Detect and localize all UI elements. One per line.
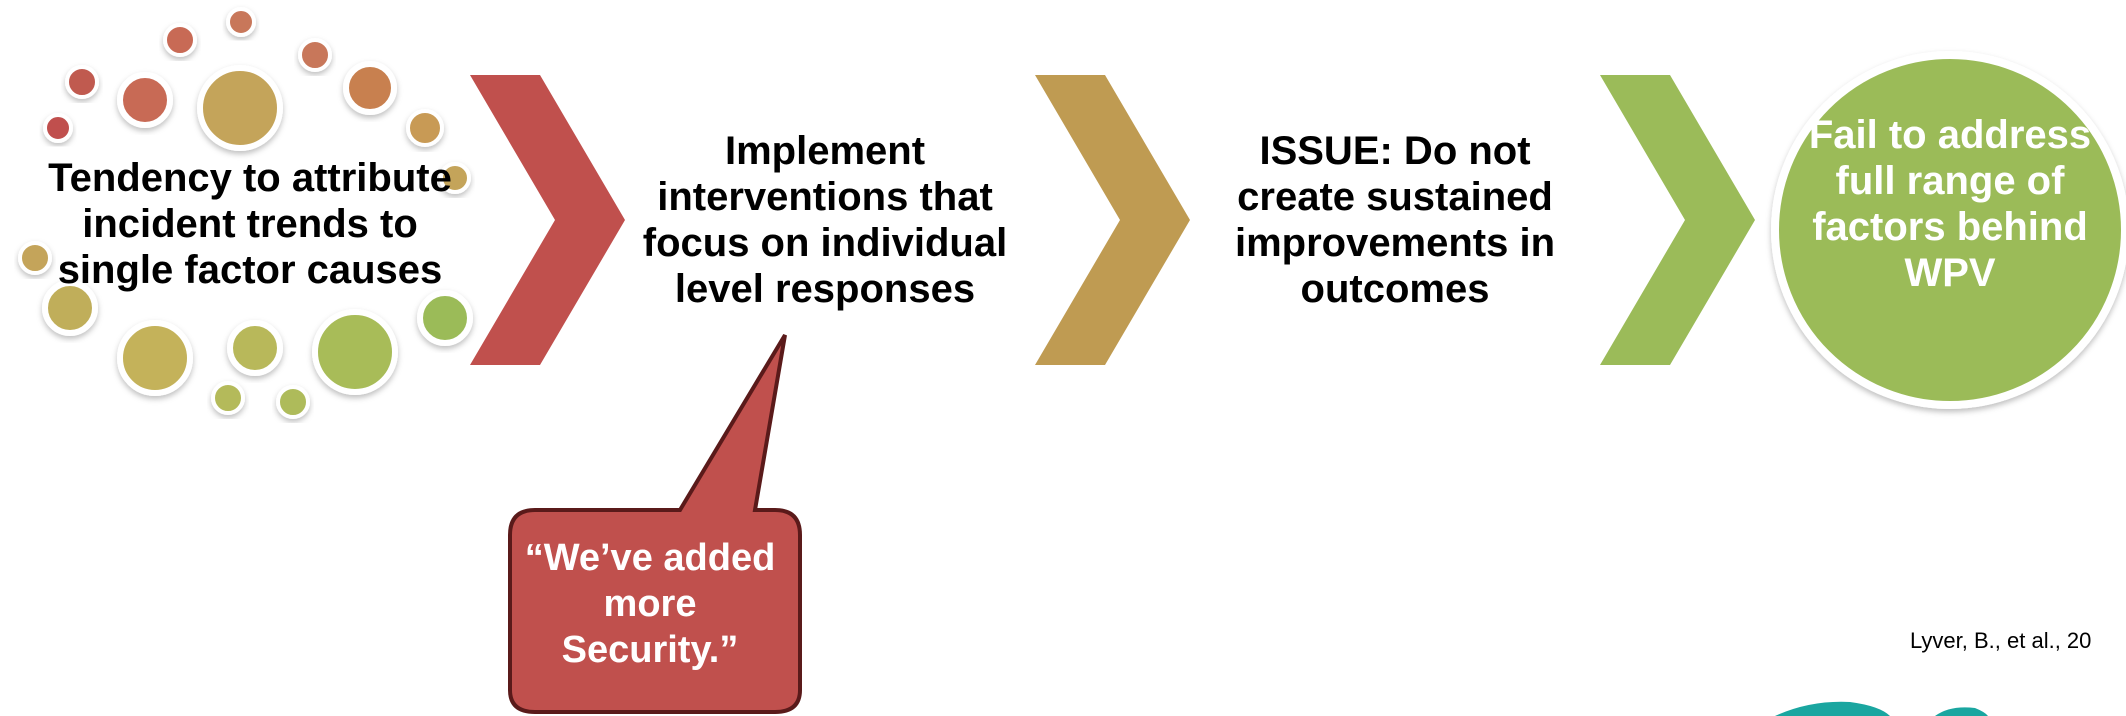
bubble bbox=[406, 109, 444, 147]
bubble bbox=[343, 61, 397, 115]
step-1-text: Tendency to attribute incident trends to… bbox=[48, 156, 452, 292]
bubble bbox=[226, 7, 256, 37]
bubble bbox=[163, 23, 197, 57]
logo-fragment-2 bbox=[1935, 707, 1988, 716]
chevron-arrow-gold bbox=[1035, 75, 1190, 365]
chevron-arrow-red bbox=[470, 75, 625, 365]
chevron-arrow-green bbox=[1600, 75, 1755, 365]
callout-text: “We’ve added more Security.” bbox=[524, 537, 776, 671]
bubble bbox=[312, 309, 398, 395]
bubble bbox=[117, 72, 173, 128]
bubble bbox=[197, 65, 283, 151]
bubble bbox=[298, 38, 332, 72]
bubble bbox=[276, 385, 310, 419]
step-4-text: Fail to address full range of factors be… bbox=[1808, 113, 2092, 295]
bubble bbox=[42, 280, 98, 336]
bubble bbox=[18, 241, 52, 275]
bubble-cluster bbox=[18, 7, 473, 419]
bubble bbox=[65, 65, 99, 99]
bubble bbox=[43, 113, 73, 143]
step-2-text: Implement interventions that focus on in… bbox=[642, 129, 1008, 311]
step-3-text: ISSUE: Do not create sustained improveme… bbox=[1234, 129, 1556, 311]
logo-fragment bbox=[1775, 701, 1890, 716]
bubble bbox=[439, 162, 471, 194]
bubble bbox=[117, 320, 193, 396]
bubble bbox=[211, 381, 245, 415]
outcome-circle bbox=[1771, 51, 2126, 409]
bubble bbox=[417, 290, 473, 346]
citation-text: Lyver, B., et al., 20 bbox=[1910, 628, 2092, 653]
speech-callout bbox=[508, 333, 802, 714]
bubble bbox=[227, 320, 283, 376]
